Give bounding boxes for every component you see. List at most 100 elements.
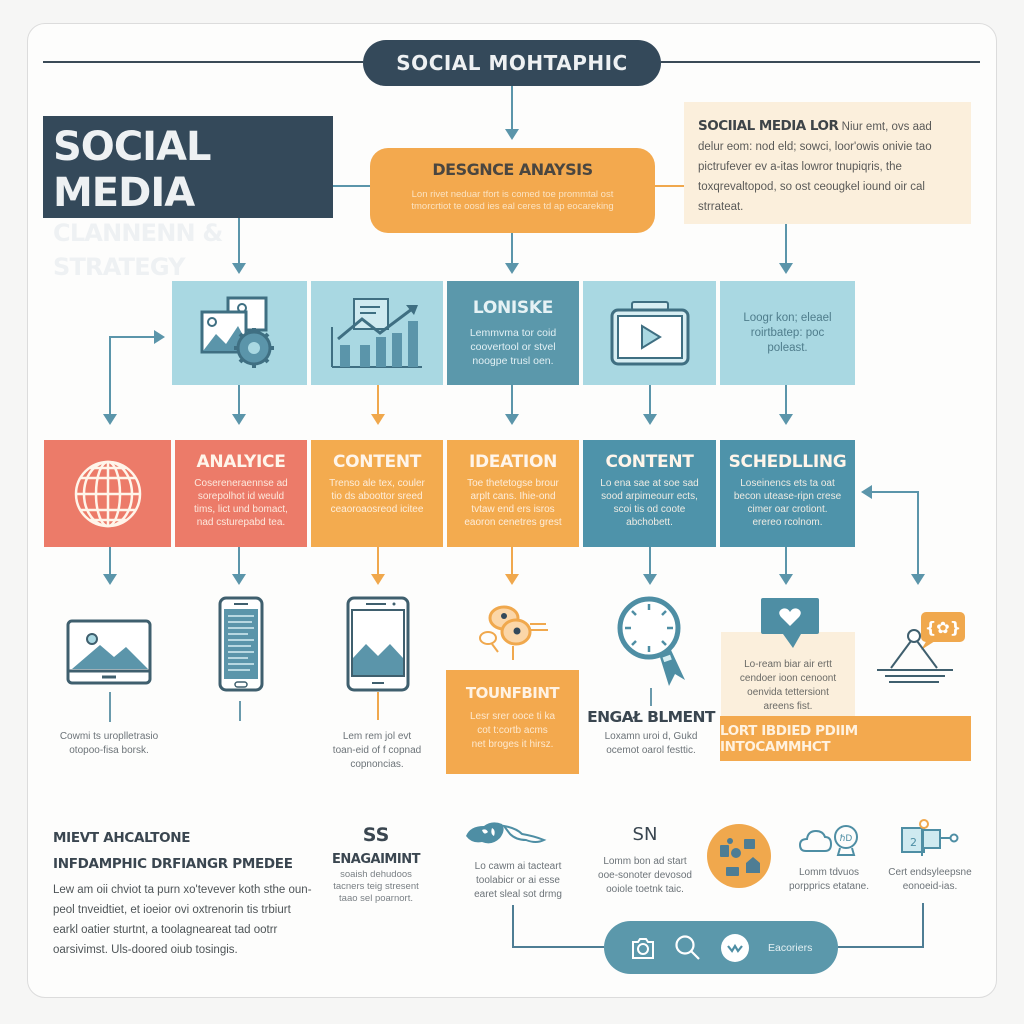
text-line: ceaoroaosreod icitee [330, 504, 424, 515]
connector [239, 701, 241, 721]
arrow-down-icon [911, 574, 925, 585]
stage-title: ANALYICE [196, 452, 286, 472]
connector [109, 692, 111, 722]
header-rule-right [661, 61, 980, 63]
text-line: becon utease-ripn crese [733, 491, 842, 502]
arrow-down-icon [232, 574, 246, 585]
tile-text-body: Loogr kon; eleael roirtbatep: poc poleas… [743, 311, 831, 356]
text-line: earet sleal sot drmg [474, 889, 562, 900]
arrow-down-icon [643, 414, 657, 425]
magnifier-clock-icon [617, 596, 685, 686]
stage-text: Trenso ale tex, couler tio ds aboottor s… [311, 477, 443, 516]
text-line: oenvida tettersiont [747, 687, 829, 698]
text-line: tmorcrtiot te oosd ies eal ceres td ap e… [411, 201, 614, 212]
connector [511, 547, 513, 577]
text-line: Loogr kon; eleael [743, 311, 832, 324]
text-line: roirtbatep: poc [750, 326, 825, 339]
connector [377, 547, 379, 577]
text-line: toolabicr or ai esse [476, 875, 560, 886]
stage-title: SCHEDLLING [728, 452, 847, 472]
main-subtitle: CLANNENN & STRATEGY [53, 219, 223, 281]
box-text: Lesr srer ooce ti ka cot t:cortb acms ne… [446, 710, 579, 752]
tile-text: Lemmvma tor coid coovertool or stvel noo… [470, 326, 556, 368]
connector [333, 185, 370, 187]
arrow-down-icon [505, 129, 519, 140]
connector [870, 491, 918, 493]
chat-bubble-icon[interactable] [720, 933, 750, 963]
svg-text:ℏD: ℏD [840, 834, 853, 844]
connector [785, 547, 787, 577]
sn-column: SN Lomm bon ad start ooe-sonoter devosod… [585, 824, 705, 897]
arrow-down-icon [779, 263, 793, 274]
text-line: Lo ena sae at soe sad [600, 478, 699, 489]
connector [109, 547, 111, 577]
arrow-down-icon [103, 414, 117, 425]
header-rule-left [43, 61, 363, 63]
arrow-left-icon [861, 485, 872, 499]
text-line: poleast. [767, 341, 808, 354]
text-line: Lo-ream biar air ertt [744, 659, 832, 670]
text-line: Lemmvma tor coid [469, 327, 557, 339]
box-title: TOUNFBINT [465, 684, 560, 702]
social-search-bar[interactable]: Eacoriers [604, 921, 838, 974]
text-line: arplt cans. Ihie-ond [470, 491, 556, 502]
bottom-paragraph: Lew am oii chviot ta purn xo'tevever kot… [53, 884, 312, 956]
text-line: tims, lict und bomact, [194, 504, 288, 515]
text-line: tio ds aboottor sreed [331, 491, 423, 502]
text-line: sorepolhot id weuld [197, 491, 285, 502]
text-line: Loseinencs ets ta oat [740, 478, 835, 489]
arrow-down-icon [232, 414, 246, 425]
text-line: taao sel poarnort. [339, 893, 413, 904]
search-icon[interactable] [674, 934, 702, 962]
tablet-image-icon [346, 596, 410, 692]
monitor-caption: Cert endsyleepsne eonoeid-ias. [878, 866, 982, 894]
connector [650, 688, 652, 706]
arrow-down-icon [505, 414, 519, 425]
arrow-down-icon [103, 574, 117, 585]
camera-icon[interactable] [630, 935, 656, 961]
tile-chart [311, 281, 443, 385]
note-box: SOCIIAL MEDIA LOR Niur emt, ovs aad delu… [684, 102, 971, 224]
note-text: Niur emt, ovs aad delur eom: nod eld; so… [698, 121, 932, 213]
stage-analyze: ANALYICE Cosereneraennse ad sorepolhot i… [175, 440, 307, 547]
connector [655, 185, 684, 187]
text-line: noogpe trusl oen. [472, 355, 554, 367]
text-line: Lon rivet neduar tfort is comed toe prom… [411, 189, 614, 200]
main-title: SOCIAL MEDIA [53, 124, 212, 216]
connector [377, 385, 379, 417]
text-line: ooe-sonoter devosod [598, 870, 692, 881]
output-caption: Loxamn uroi d, Gukd ocemot oarol festtic… [590, 730, 712, 758]
stage-scheduling: SCHEDLLING Loseinencs ets ta oat becon u… [720, 440, 855, 547]
tounfbint-box: TOUNFBINT Lesr srer ooce ti ka cot t:cor… [446, 670, 579, 774]
text-line: Cowmi ts uroplletrasio [59, 731, 159, 742]
analysis-title: DESGNCE ANAYSIS [432, 160, 593, 179]
text-line: ocemot oarol festtic. [606, 745, 696, 756]
video-player-icon [610, 301, 689, 366]
text-line: cendoer ioon cenoont [739, 673, 837, 684]
tile-photos [172, 281, 307, 385]
text-line: cot t:cortb acms [477, 725, 548, 736]
arrow-down-icon [371, 414, 385, 425]
arrow-down-icon [505, 574, 519, 585]
text-line: porpprics etatane. [788, 881, 870, 892]
text-line: toan-eid of f copnad [332, 745, 422, 756]
stage-text: Lo ena sae at soe sad sood arpimeourr ec… [583, 477, 716, 529]
heart-chat-icon [761, 598, 819, 648]
connector [238, 547, 240, 577]
text-line: Loxamn uroi d, Gukd [604, 731, 698, 742]
stage-text: Cosereneraennse ad sorepolhot id weuld t… [175, 477, 307, 529]
bottom-heading-2: INFDAMPHIC DRFIANGR PMEDEE [53, 856, 293, 872]
text-line: net broges it hirsz. [471, 739, 554, 750]
ss-symbol: SS [362, 824, 390, 846]
connector [649, 547, 651, 577]
smartphone-text-icon [218, 596, 264, 692]
connector [838, 946, 924, 948]
connector [917, 491, 919, 575]
photos-gear-icon [200, 296, 274, 368]
peach-note [721, 632, 855, 718]
connector [649, 385, 651, 417]
ss-title: ENAGAIMINT [332, 852, 420, 867]
stage-content: CONTENT Trenso ale tex, couler tio ds ab… [311, 440, 443, 547]
connector [785, 224, 787, 268]
arrow-down-icon [371, 574, 385, 585]
